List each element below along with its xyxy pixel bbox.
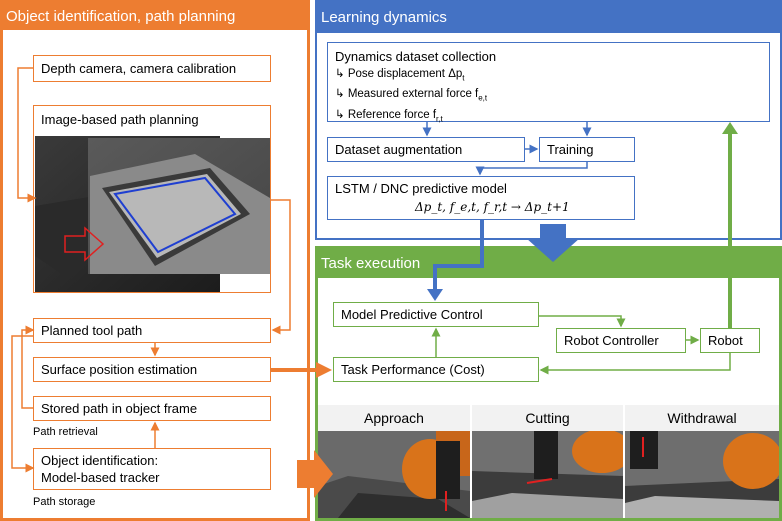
approach-frame-image <box>318 431 470 518</box>
planned-path-box: Planned tool path <box>33 318 271 343</box>
depth-camera-label: Depth camera, camera calibration <box>41 61 237 76</box>
surface-estimation-box: Surface position estimation <box>33 357 271 382</box>
left-panel-title: Object identification, path planning <box>0 0 310 30</box>
cutting-frame-image <box>472 431 623 518</box>
object-id-line1: Object identification: <box>41 453 159 468</box>
augmentation-box: Dataset augmentation <box>327 137 525 162</box>
dataset-item: ↳ Pose displacement Δpt <box>335 68 465 83</box>
left-panel: Object identification, path planning <box>0 0 310 521</box>
planned-path-label: Planned tool path <box>41 323 143 338</box>
frame-label-cutting: Cutting <box>472 405 623 431</box>
augmentation-label: Dataset augmentation <box>335 142 463 157</box>
task-performance-label: Task Performance (Cost) <box>341 362 485 377</box>
arrow-icon <box>64 226 105 262</box>
depth-camera-box: Depth camera, camera calibration <box>33 55 271 82</box>
training-label: Training <box>547 142 594 157</box>
robot-box: Robot <box>700 328 760 353</box>
stored-path-box: Stored path in object frame <box>33 396 271 421</box>
dataset-collection-box: Dynamics dataset collection ↳ Pose displ… <box>327 42 770 123</box>
object-id-box: Object identification: Model-based track… <box>33 448 271 490</box>
withdrawal-frame-image <box>625 431 779 518</box>
task-performance-box: Task Performance (Cost) <box>333 357 539 382</box>
predictive-model-box: LSTM / DNC predictive model Δp_t, f_e,t,… <box>327 176 635 220</box>
dataset-item: ↳ Measured external force fe,t <box>335 88 488 103</box>
predictive-model-title: LSTM / DNC predictive model <box>335 181 507 196</box>
surface-estimation-label: Surface position estimation <box>41 362 198 377</box>
stored-path-label: Stored path in object frame <box>41 401 198 416</box>
task-panel-title: Task execution <box>315 246 782 278</box>
path-storage-label: Path storage <box>33 496 96 508</box>
depth-camera-image <box>35 136 270 292</box>
robot-label: Robot <box>708 333 743 348</box>
learning-panel-title: Learning dynamics <box>315 0 782 33</box>
robot-controller-label: Robot Controller <box>564 333 659 348</box>
dataset-item: ↳ Reference force fr,t <box>335 108 443 123</box>
frame-label-withdrawal: Withdrawal <box>625 405 779 431</box>
predictive-model-formula: Δp_t, f_e,t, f_r,t → Δp_t+1 <box>415 200 570 214</box>
training-box: Training <box>539 137 635 162</box>
mpc-box: Model Predictive Control <box>333 302 539 327</box>
frame-label-approach: Approach <box>318 405 470 431</box>
robot-controller-box: Robot Controller <box>556 328 686 353</box>
dataset-items: ↳ Pose displacement Δpt ↳ Measured exter… <box>335 66 487 127</box>
dataset-collection-title: Dynamics dataset collection <box>335 49 497 64</box>
mpc-label: Model Predictive Control <box>341 307 483 322</box>
object-id-line2: Model-based tracker <box>41 470 160 485</box>
path-retrieval-label: Path retrieval <box>33 426 98 438</box>
image-planning-label: Image-based path planning <box>41 112 199 127</box>
